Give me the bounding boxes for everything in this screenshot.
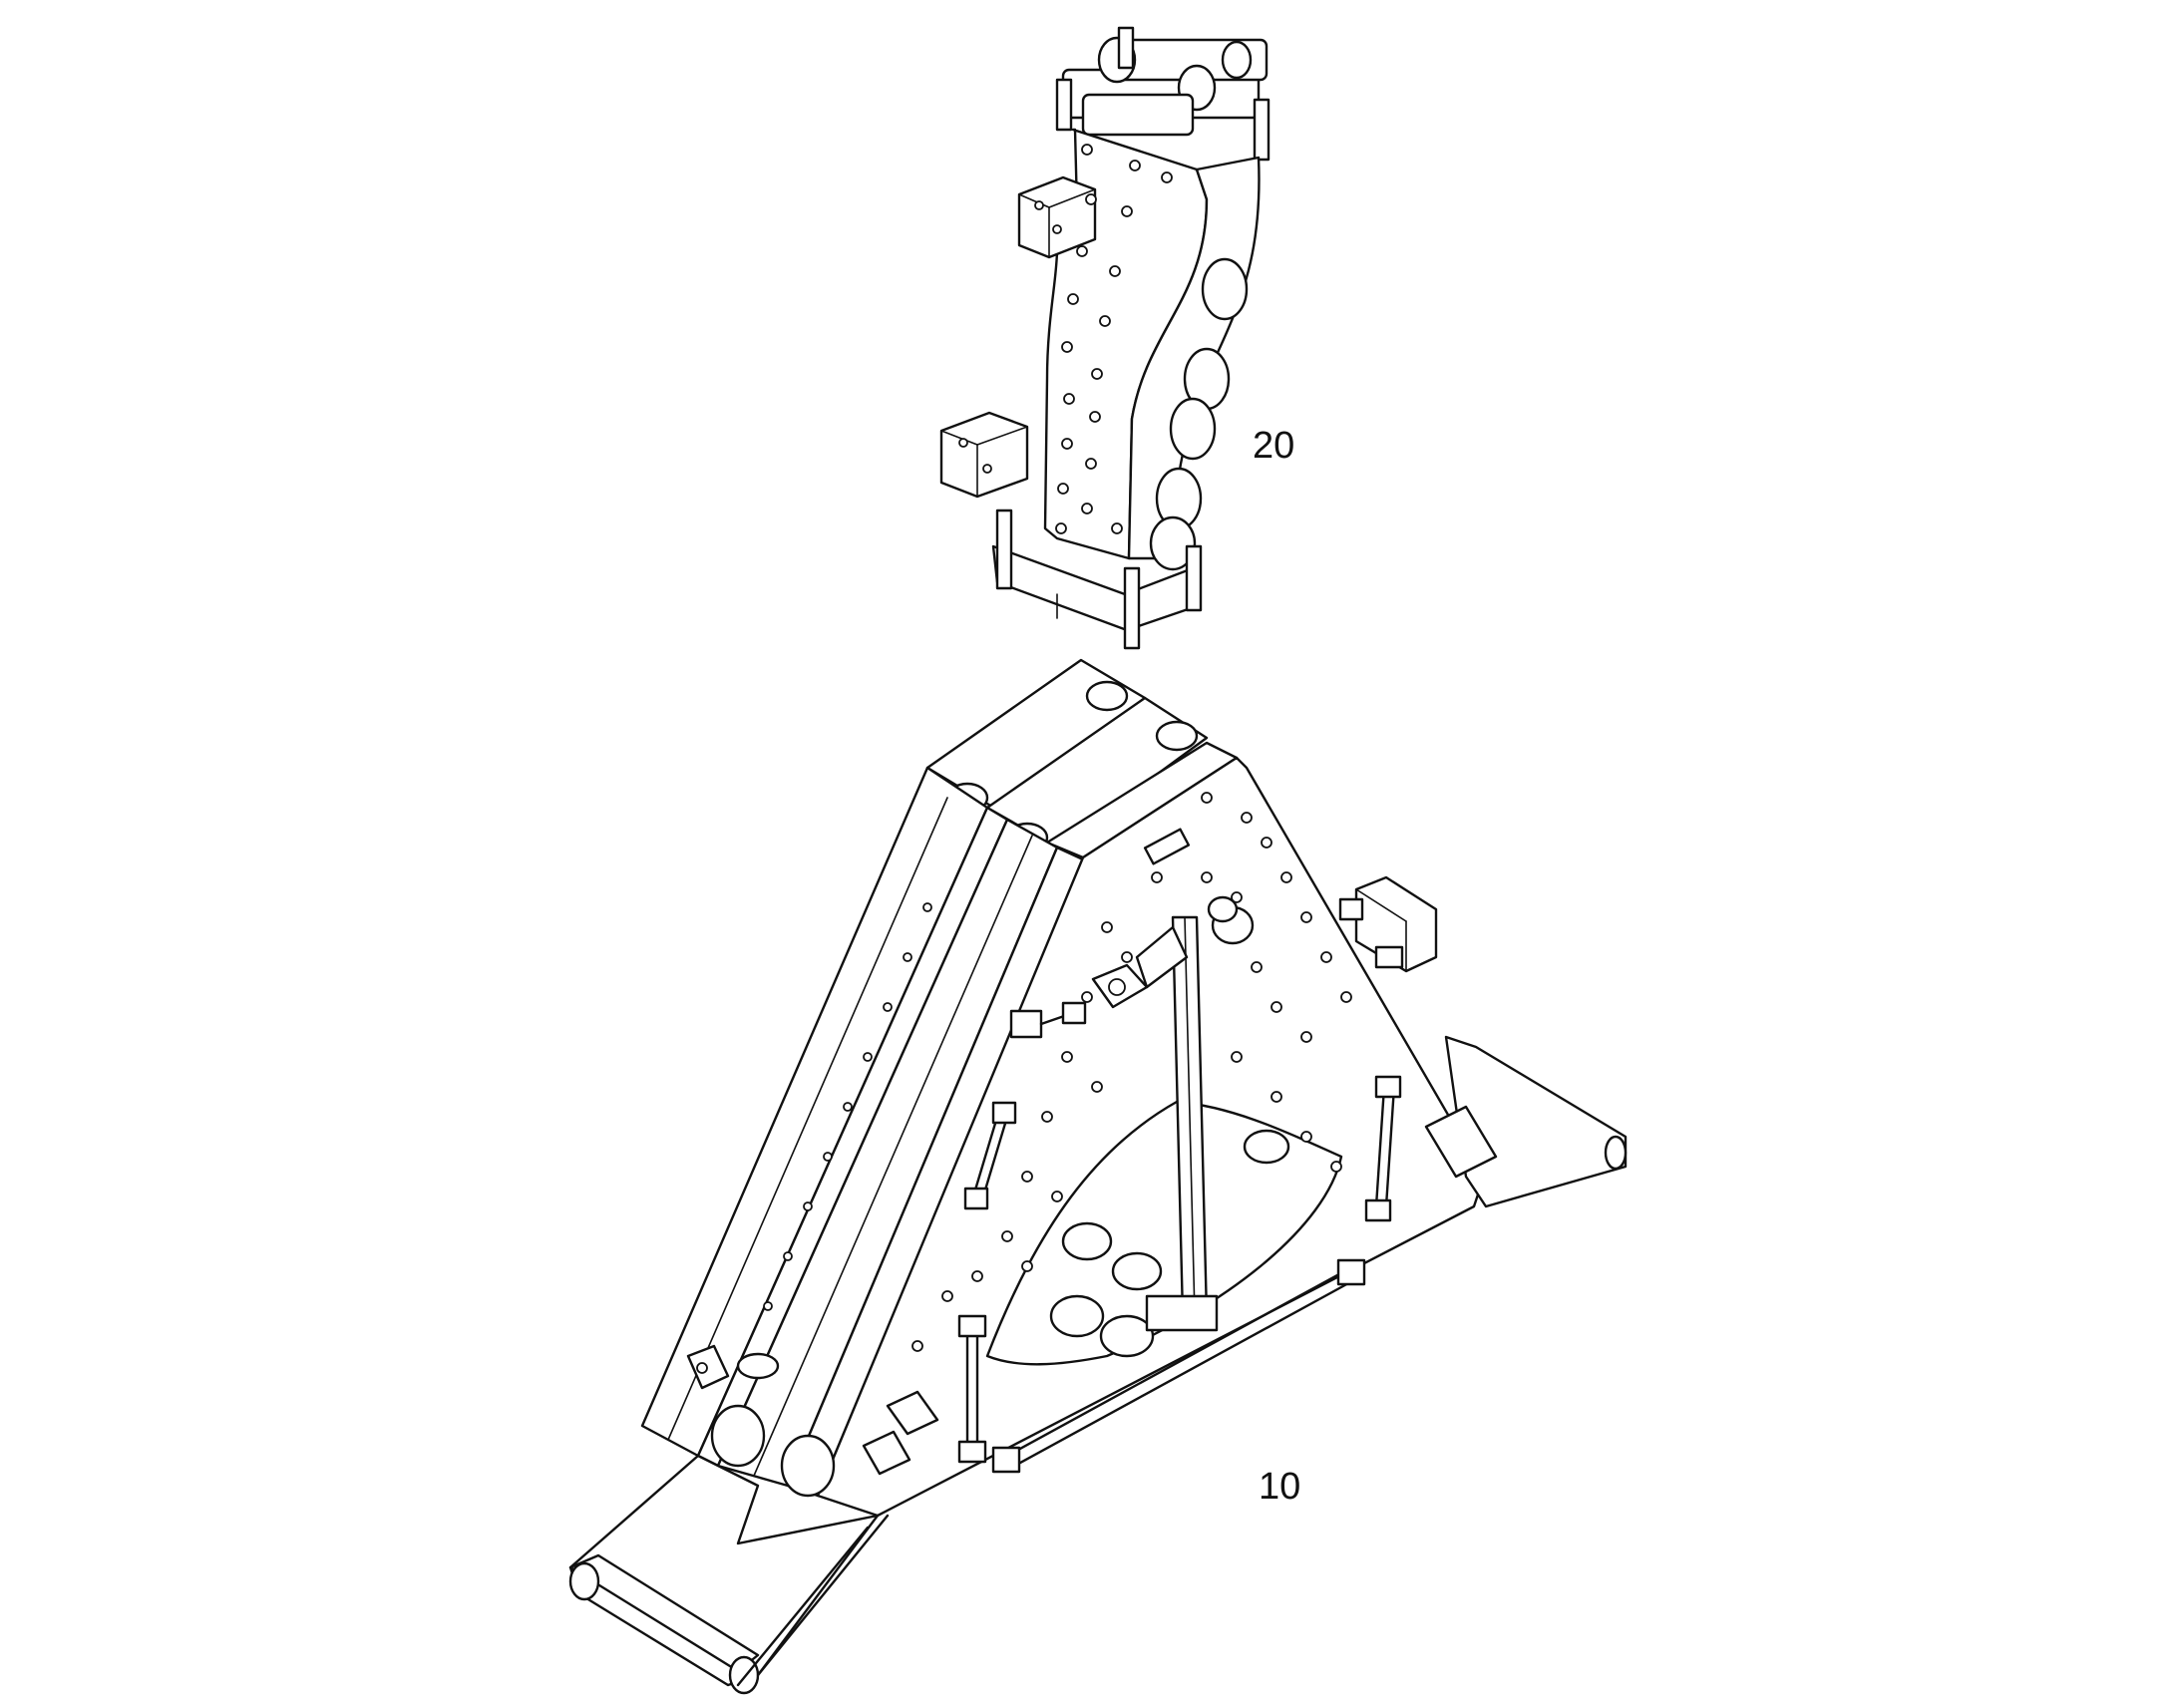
lower-discharge-chute: [1444, 1035, 1628, 1208]
lower-adjust-knob: [1135, 895, 1255, 989]
lower-name-plate: [1143, 828, 1191, 865]
lower-left-brackets: [686, 1344, 939, 1476]
lower-rail-bottom-rollers: [710, 1352, 836, 1498]
lower-conveyor-rails: [640, 766, 1085, 1498]
lower-infeed-chute: [568, 1454, 880, 1687]
lower-cutout-rollers: [1049, 1129, 1290, 1358]
upper-mount-bracket-bottom: [939, 411, 1029, 499]
lower-tie-rods: [957, 897, 1404, 1474]
upper-top-rollers: [1055, 26, 1271, 162]
callout-lower-assembly: 10: [1259, 1466, 1301, 1508]
lower-tensioner-left: [1091, 963, 1149, 1009]
upper-bolt-holes: [958, 144, 1173, 534]
callout-upper-assembly: 20: [1253, 425, 1295, 467]
upper-channel-rollers: [1149, 257, 1249, 571]
upper-assembly-20: [939, 26, 1271, 650]
lower-arm-pivot: [1145, 1294, 1219, 1332]
lower-bolt-holes: [763, 792, 1352, 1352]
lower-assembly-10: [568, 658, 1628, 1695]
